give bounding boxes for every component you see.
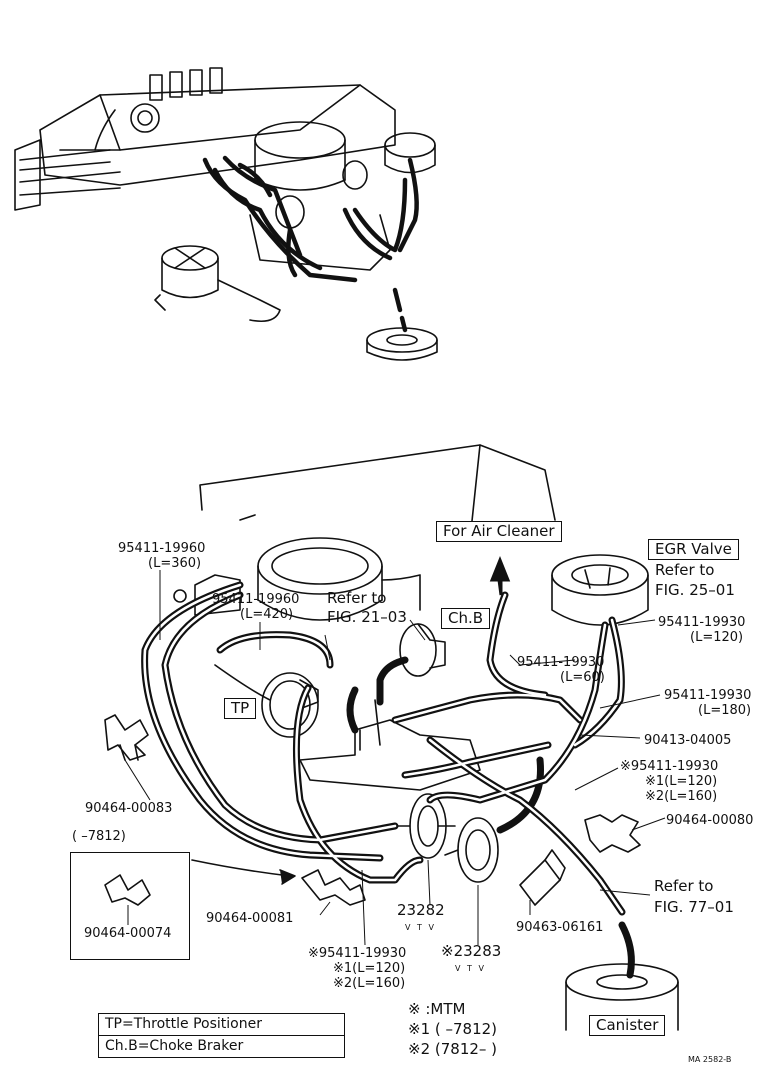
part-95411-19960-b: 95411-19960 — [212, 592, 300, 607]
canister-callout: Canister — [589, 1015, 666, 1036]
part-90464-00083: 90464-00083 — [85, 801, 173, 816]
carb-refer-to: Refer to — [327, 589, 387, 607]
chb-callout: Ch.B — [441, 608, 491, 629]
part-23283: ※23283 — [441, 942, 502, 960]
legend-chb: Ch.B=Choke Braker — [99, 1035, 344, 1057]
serial-range-label: ( –7812) — [72, 829, 126, 844]
inset-arrow — [191, 859, 291, 877]
note-variant-2: ※2 (7812– ) — [408, 1040, 498, 1058]
clamp-90464-00083 — [104, 714, 149, 761]
part-length-180: (L=180) — [698, 703, 752, 718]
egr-valve-drawing — [551, 554, 649, 626]
engine-overview-hoses — [202, 155, 419, 333]
abbreviation-legend: TP=Throttle Positioner Ch.B=Choke Braker — [98, 1013, 345, 1058]
clamp-90464-00074 — [104, 874, 151, 906]
part-length-60: (L=60) — [560, 670, 605, 685]
canister-fig-ref: FIG. 77–01 — [654, 898, 734, 916]
vtv-23282-name: V T V — [405, 923, 436, 932]
canister-drawing — [565, 963, 679, 1031]
part-95411-19930-mtm-b: ※95411-19930 — [308, 946, 407, 961]
part-length-360: (L=360) — [148, 556, 202, 571]
note-mtm: ※ :MTM — [408, 1000, 466, 1018]
part-90464-00074: 90464-00074 — [84, 926, 172, 941]
egr-refer-to: Refer to — [655, 561, 715, 579]
part-95411-19930-air: 95411-19930 — [517, 655, 605, 670]
part-variant-2-a: ※2(L=160) — [645, 789, 718, 804]
part-95411-19930-mtm-a: ※95411-19930 — [620, 759, 719, 774]
tp-callout: TP — [224, 698, 257, 719]
carb-fig-ref: FIG. 21–03 — [327, 608, 407, 626]
part-90464-00080: 90464-00080 — [666, 813, 754, 828]
part-variant-1-b: ※1(L=120) — [333, 961, 406, 976]
inset-frame-7812 — [70, 852, 190, 960]
vtv-23283-name: V T V — [455, 964, 486, 973]
legend-tp: TP=Throttle Positioner — [105, 1016, 262, 1032]
part-variant-1-a: ※1(L=120) — [645, 774, 718, 789]
part-95411-19960-a: 95411-19960 — [118, 541, 206, 556]
egr-fig-ref: FIG. 25–01 — [655, 581, 735, 599]
leader-lines — [124, 570, 666, 946]
part-90464-00081: 90464-00081 — [206, 911, 294, 926]
drawing-code: MA 2582-B — [688, 1055, 732, 1064]
vtv-23283-drawing — [444, 817, 499, 883]
intake-manifold — [299, 719, 481, 791]
egr-valve-callout: EGR Valve — [648, 539, 739, 560]
part-95411-19930-180: 95411-19930 — [664, 688, 752, 703]
canister-refer-to: Refer to — [654, 877, 714, 895]
air-cleaner-arrow — [489, 555, 511, 596]
part-length-420: (L=420) — [240, 607, 294, 622]
note-variant-1: ※1 ( –7812) — [408, 1020, 498, 1038]
part-23282: 23282 — [397, 901, 445, 919]
part-95411-19930-egr: 95411-19930 — [658, 615, 746, 630]
clip-90463-06161 — [519, 849, 566, 906]
engine-block-outline — [199, 444, 556, 521]
for-air-cleaner-callout: For Air Cleaner — [436, 521, 562, 542]
choke-braker — [399, 623, 446, 677]
part-variant-2-b: ※2(L=160) — [333, 976, 406, 991]
part-90413-04005: 90413-04005 — [644, 733, 732, 748]
part-90463-06161: 90463-06161 — [516, 920, 604, 935]
clamp-90464-00080 — [584, 814, 641, 853]
carburetor — [173, 537, 421, 621]
vtv-23282-drawing — [394, 793, 456, 859]
engine-overview-illustration — [14, 67, 438, 361]
clamp-90464-00081 — [301, 869, 366, 906]
part-length-120: (L=120) — [690, 630, 744, 645]
